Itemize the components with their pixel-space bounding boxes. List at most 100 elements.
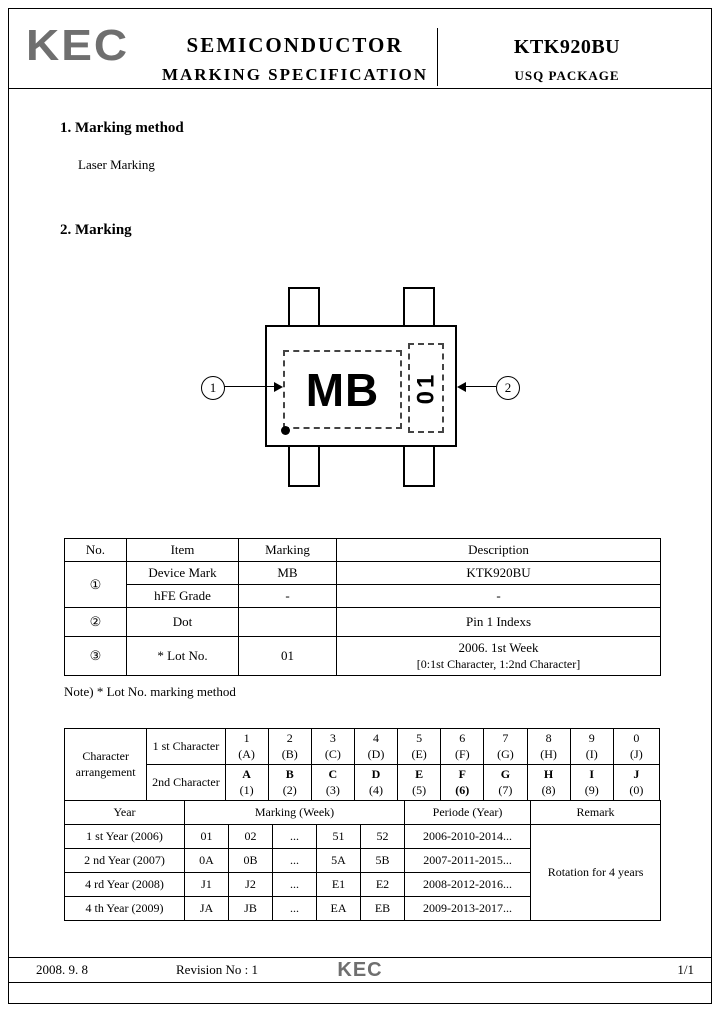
week-cell: JA xyxy=(184,896,229,922)
marking-table: No. Item Marking Description ① Device Ma… xyxy=(64,538,661,677)
lot-mark-box: 01 xyxy=(408,343,444,433)
remark-cell: Rotation for 4 years xyxy=(530,824,662,922)
periode-cell: 2006-2010-2014... xyxy=(404,824,532,850)
callout-1-number: 1 xyxy=(209,380,217,395)
char-cell: 6(F) xyxy=(440,727,485,766)
lot-note: Note) * Lot No. marking method xyxy=(64,684,236,699)
section2-title: 2. Marking xyxy=(60,222,132,238)
header-title-block: SEMICONDUCTOR MARKING SPECIFICATION xyxy=(150,33,440,85)
footer-date: 2008. 9. 8 xyxy=(36,962,88,977)
doc-subtitle: MARKING SPECIFICATION xyxy=(161,65,428,84)
table-row: 1 st Year (2006) 01 02 ... 51 52 2006-20… xyxy=(64,824,662,922)
device-mark-box: MB xyxy=(283,350,402,429)
periode-cell: 2007-2011-2015... xyxy=(404,848,532,874)
char-cell: H(8) xyxy=(526,764,571,802)
char-cell: 0(J) xyxy=(612,727,661,766)
col-header-periode: Periode (Year) xyxy=(404,800,532,826)
marking-table-header-row: No. Item Marking Description xyxy=(64,538,661,562)
char-cell: C(3) xyxy=(310,764,355,802)
callout-2-arrow-head xyxy=(457,382,466,392)
table-row: 4 rd Year (2008) J1 J2 ... E1 E2 2008-20… xyxy=(64,872,661,898)
header-divider xyxy=(437,28,438,86)
section1-body: Laser Marking xyxy=(78,157,155,172)
part-info-block: KTK920BU USQ PACKAGE xyxy=(452,36,682,84)
week-cell: EA xyxy=(316,896,361,922)
device-mark-description: KTK920BU xyxy=(336,561,661,585)
char-label-line2: arrangement xyxy=(75,764,136,779)
section1-title: 1. Marking method xyxy=(60,120,184,136)
hfe-description: - xyxy=(336,584,661,608)
table-row: 4 th Year (2009) JA JB ... EA EB 2009-20… xyxy=(64,896,661,922)
hfe-item: hFE Grade xyxy=(126,584,239,608)
week-cell: 5B xyxy=(359,848,406,874)
lot-no-cell: ③ xyxy=(64,635,127,677)
week-cell: 0B xyxy=(228,848,273,874)
char-cell: 2(B) xyxy=(267,727,312,766)
char-cell: 8(H) xyxy=(526,727,571,766)
footer-revision: Revision No : 1 xyxy=(176,962,258,977)
char-cell: 4(D) xyxy=(353,727,399,766)
char-cell: J(0) xyxy=(612,764,661,802)
week-cell: E1 xyxy=(316,872,361,898)
dot-marking xyxy=(238,607,337,637)
dot-item: Dot xyxy=(126,607,239,637)
table-row: ② Dot Pin 1 Indexs xyxy=(64,607,661,637)
lot-description: 2006. 1st Week [0:1st Character, 1:2nd C… xyxy=(336,635,661,677)
lot-mark-text: 01 xyxy=(412,371,440,405)
char-cell: A(1) xyxy=(224,764,269,802)
week-cell: 02 xyxy=(228,824,273,850)
pin-top-right xyxy=(403,287,435,331)
table-row: ① Device Mark MB KTK920BU xyxy=(64,561,661,608)
year-cell: 1 st Year (2006) xyxy=(64,824,185,850)
lot-marking: 01 xyxy=(238,635,337,677)
pin-bottom-left xyxy=(288,443,320,487)
char-cell: I(9) xyxy=(569,764,614,802)
second-character-label: 2nd Character xyxy=(146,764,226,802)
year-cell: 2 nd Year (2007) xyxy=(64,848,185,874)
device-mark-text: MB xyxy=(305,363,380,416)
week-cell: JB xyxy=(228,896,273,922)
col-header-no: No. xyxy=(64,538,127,562)
week-cell: 51 xyxy=(316,824,361,850)
footer-page-number: 1/1 xyxy=(677,962,694,977)
lot-description-line1: 2006. 1st Week xyxy=(458,640,539,655)
pin1-index-dot xyxy=(281,426,290,435)
week-cell: 01 xyxy=(184,824,229,850)
table-row: hFE Grade - - xyxy=(65,584,661,608)
week-cell: ... xyxy=(272,848,317,874)
callout-2-circle: 2 xyxy=(496,376,520,400)
character-arrangement-table: Character arrangement 1 st Character 1(A… xyxy=(63,727,661,802)
char-arrangement-label: Character arrangement xyxy=(63,727,148,802)
char-label-line1: Character xyxy=(82,749,129,764)
char-cell: E(5) xyxy=(397,764,442,802)
callout-2-arrow-line xyxy=(466,386,496,387)
table-row: ③ * Lot No. 01 2006. 1st Week [0:1st Cha… xyxy=(64,635,661,677)
footer-kec-logo: KEC xyxy=(337,959,383,981)
package-body xyxy=(265,325,457,447)
col-header-item: Item xyxy=(126,538,239,562)
year-table-header-row: Year Marking (Week) Periode (Year) Remar… xyxy=(64,800,662,826)
table-row: Character arrangement 1 st Character 1(A… xyxy=(63,727,661,802)
lot-item: * Lot No. xyxy=(126,635,239,677)
week-cell: ... xyxy=(272,872,317,898)
lot-marking-method-block: Character arrangement 1 st Character 1(A… xyxy=(63,727,662,922)
pin-bottom-right xyxy=(403,443,435,487)
week-cell: ... xyxy=(272,896,317,922)
week-cell: 0A xyxy=(184,848,229,874)
part-number: KTK920BU xyxy=(513,36,621,58)
week-cell: 52 xyxy=(359,824,406,850)
char-cell: B(2) xyxy=(267,764,312,802)
lot-description-line2: [0:1st Character, 1:2nd Character] xyxy=(416,656,581,671)
doc-title: SEMICONDUCTOR xyxy=(186,33,404,57)
char-cell: 1(A) xyxy=(224,727,269,766)
col-header-description: Description xyxy=(336,538,661,562)
year-cell: 4 th Year (2009) xyxy=(64,896,185,922)
year-marking-table: Year Marking (Week) Periode (Year) Remar… xyxy=(64,800,662,922)
device-mark-marking: MB xyxy=(238,561,337,585)
char-cell: 5(E) xyxy=(397,727,442,766)
char-cell: G(7) xyxy=(483,764,528,802)
kec-logo: KEC xyxy=(26,20,130,70)
dot-no-cell: ② xyxy=(64,607,127,637)
first-character-label: 1 st Character xyxy=(146,727,226,766)
